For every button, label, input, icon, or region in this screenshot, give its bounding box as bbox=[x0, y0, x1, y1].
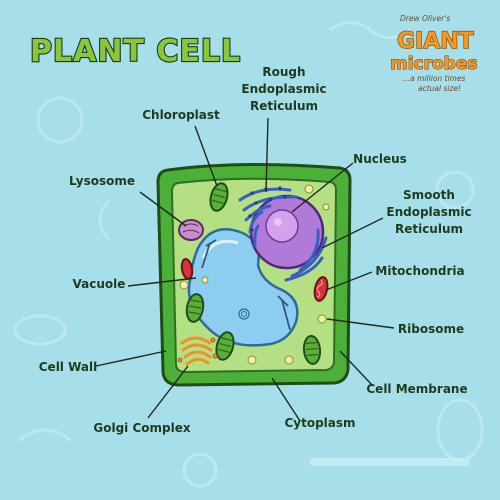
label-chloroplast: Chloroplast bbox=[142, 108, 220, 122]
label-cytoplasm: Cytoplasm bbox=[284, 416, 355, 430]
cell bbox=[156, 162, 352, 387]
ribosome-shapes bbox=[179, 184, 330, 365]
page-title: PLANT CELL bbox=[30, 34, 241, 69]
bottom-bar bbox=[310, 458, 470, 466]
label-smooth-er-line-2: Endoplasmic bbox=[386, 205, 471, 219]
label-smooth-er-line-3: Reticulum bbox=[395, 222, 463, 236]
label-vacuole: Vacuole bbox=[73, 277, 126, 291]
label-nucleus: Nucleus bbox=[353, 152, 407, 166]
golgi-complex-shape bbox=[180, 336, 213, 366]
label-cell-wall: Cell Wall bbox=[39, 360, 97, 374]
giant-microbes-logo: Drew Oliver's GIANT microbes ...a millio… bbox=[390, 14, 479, 93]
label-lysosome: Lysosome bbox=[69, 174, 135, 188]
leader-lines bbox=[95, 117, 395, 422]
labels: Rough Endoplasmic Reticulum Chloroplast … bbox=[39, 65, 472, 435]
label-rough-er-line-3: Reticulum bbox=[250, 99, 318, 113]
label-rough-er-line-2: Endoplasmic bbox=[241, 82, 326, 96]
mitochondria-shapes bbox=[180, 258, 329, 302]
logo-tagline-2: actual size! bbox=[418, 84, 461, 93]
logo-tagline-1: ...a million times bbox=[403, 74, 465, 83]
logo-name-top: GIANT bbox=[397, 29, 474, 54]
logo-byline: Drew Oliver's bbox=[400, 14, 450, 23]
logo-name-bottom: microbes bbox=[390, 54, 478, 74]
label-ribosome: Ribosome bbox=[398, 322, 464, 336]
rough-er-shape bbox=[238, 187, 298, 248]
label-cell-membrane: Cell Membrane bbox=[366, 382, 467, 396]
label-mitochondria: Mitochondria bbox=[375, 264, 464, 278]
chloroplast-shapes bbox=[185, 182, 322, 365]
label-rough-er-line-1: Rough bbox=[262, 65, 305, 79]
smooth-er-shape bbox=[284, 228, 328, 282]
label-smooth-er-line-1: Smooth bbox=[403, 188, 455, 202]
label-golgi-complex: Golgi Complex bbox=[93, 421, 190, 435]
